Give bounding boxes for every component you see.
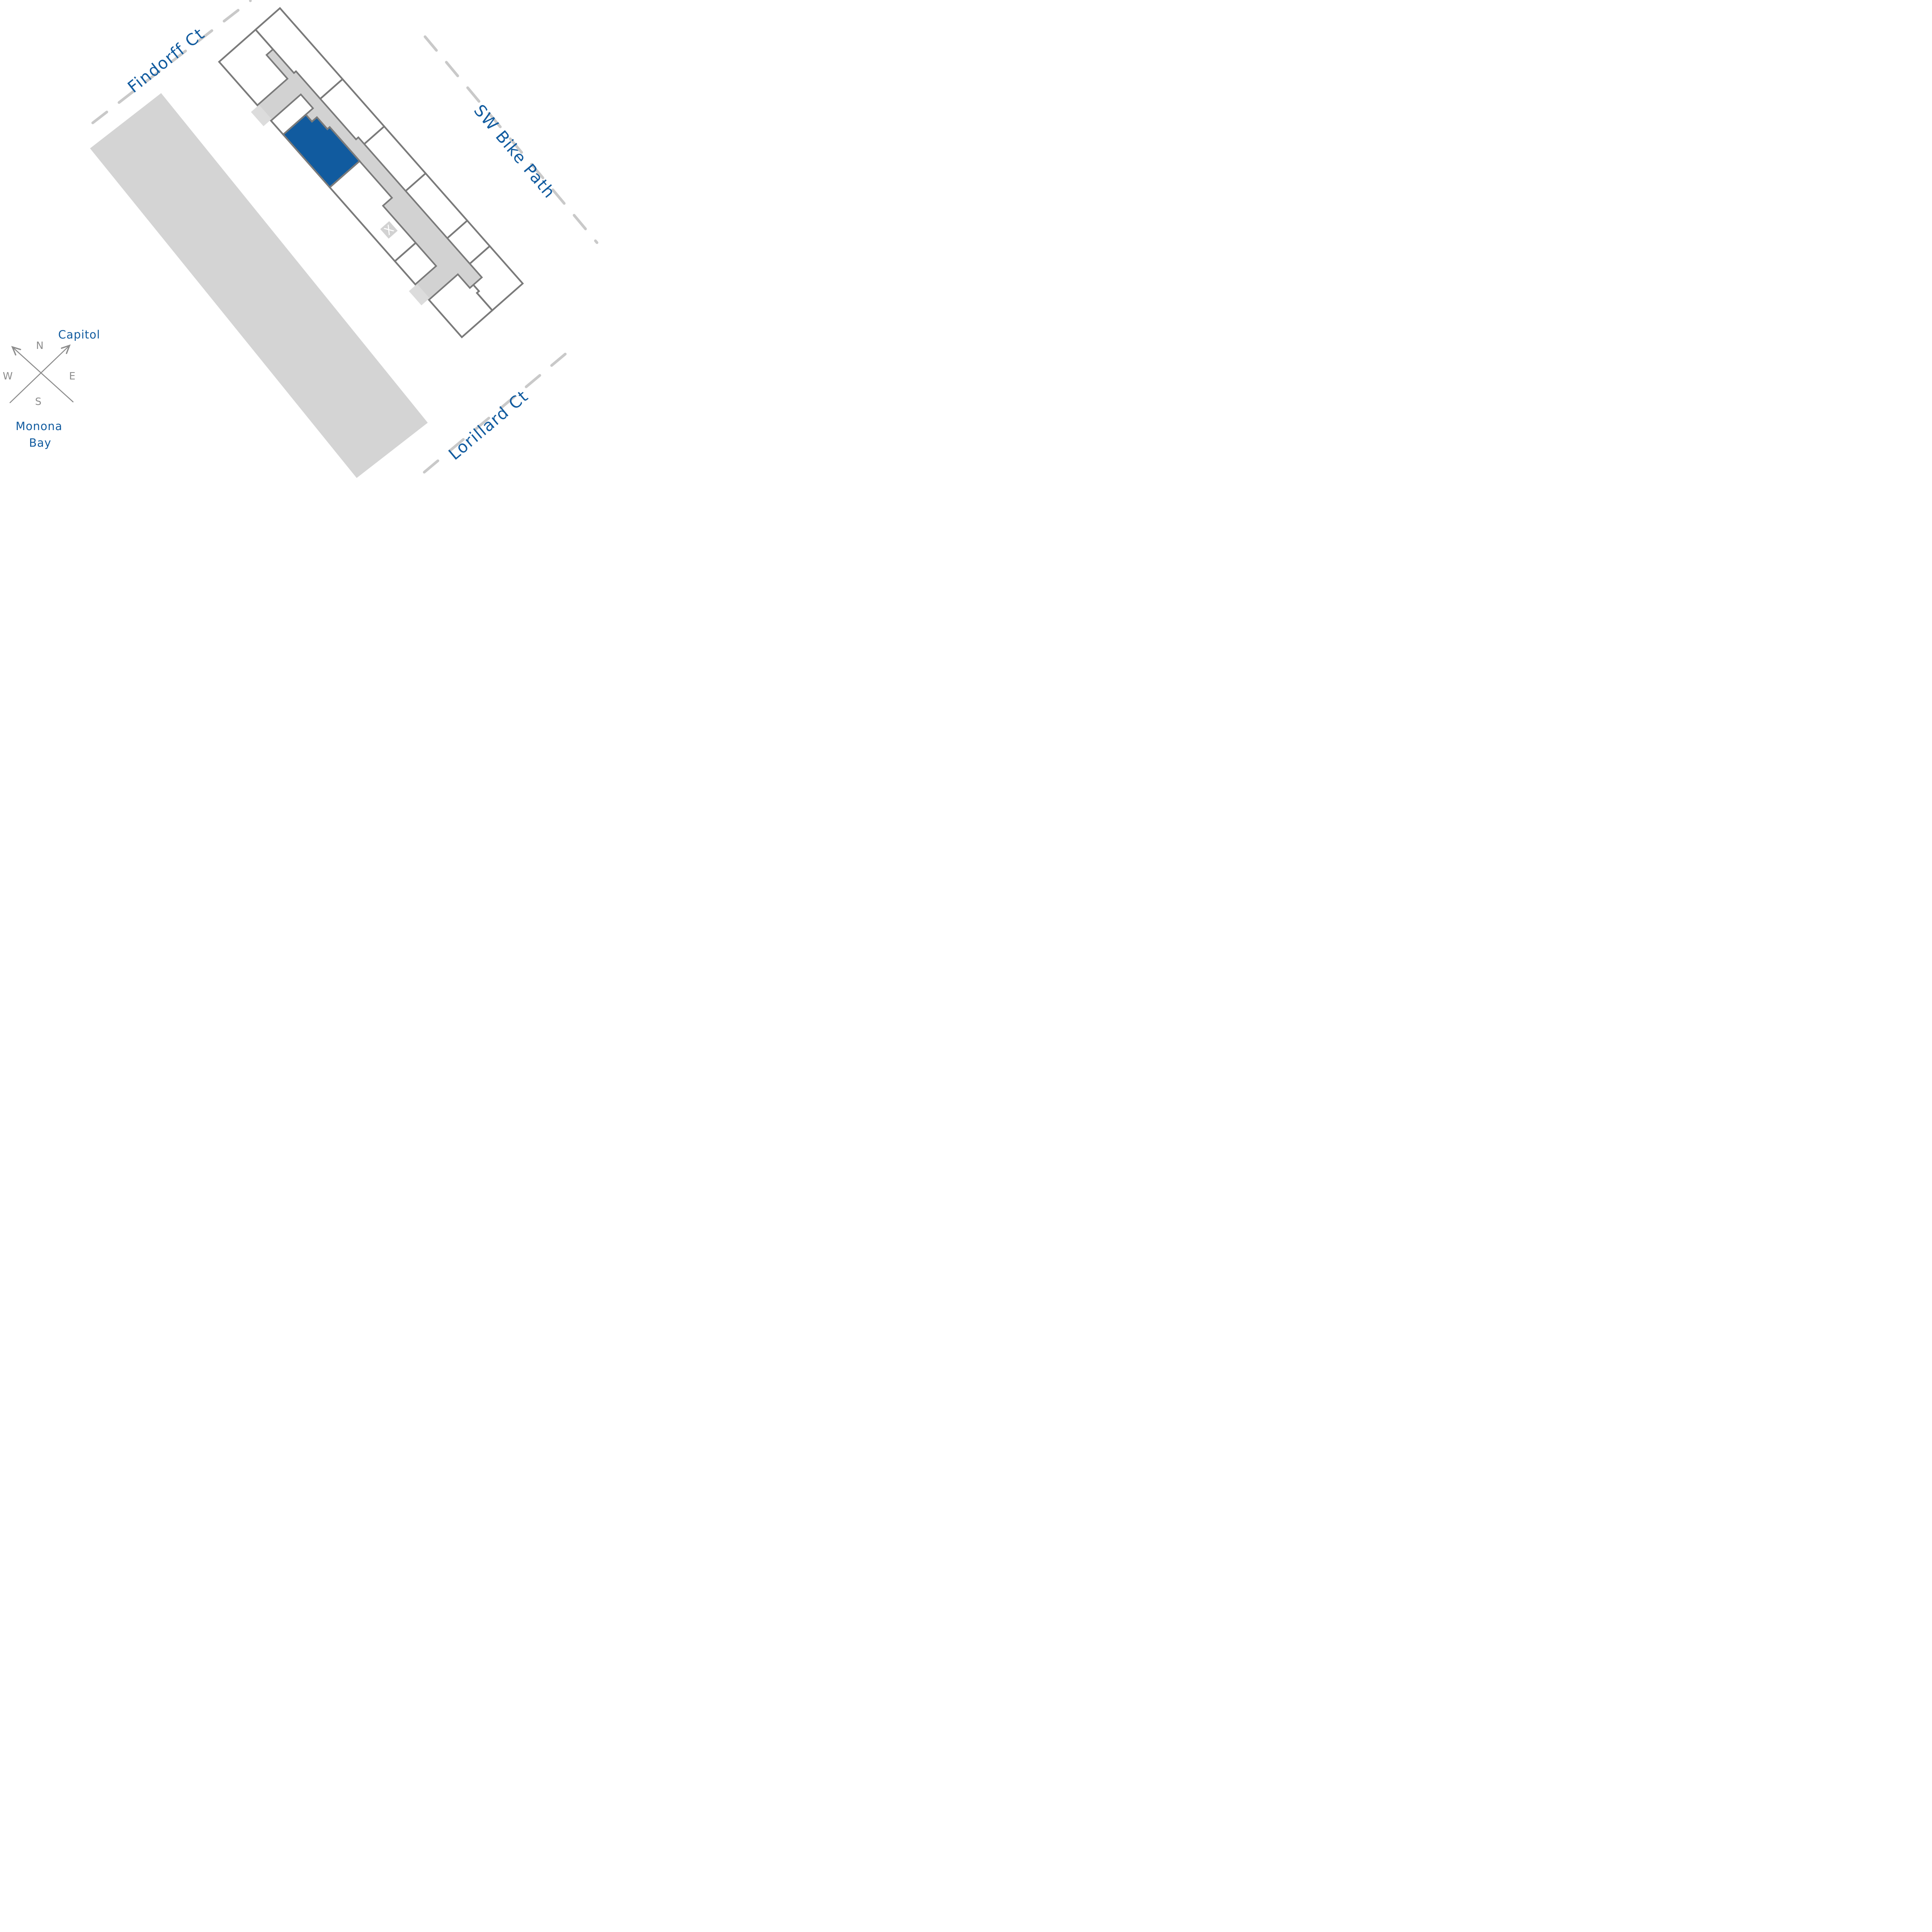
elevator-marker: X [377, 218, 401, 242]
compass-ne-arrow [9, 345, 70, 403]
findorff-street-dash-line [91, 0, 252, 124]
landmark-monona-bay-line2: Bay [29, 436, 51, 449]
building-floorplate: X [218, 7, 524, 338]
bike-path-dash-line [423, 35, 599, 244]
compass-west-label: W [3, 371, 13, 382]
compass: N W E S [3, 340, 75, 408]
highlighted-unit[interactable] [282, 108, 361, 189]
street-label-bike-path: SW Bike Path [470, 101, 560, 202]
landmark-capitol: Capitol [58, 328, 100, 341]
compass-south-label: S [35, 396, 42, 408]
compass-ne-arrowhead-icon [61, 344, 71, 354]
landmark-monona-bay: Monona Bay [15, 420, 62, 449]
street-label-findorff: Findorff Ct [124, 24, 208, 97]
street-label-lorillard: Lorillard Ct [445, 386, 532, 464]
site-plan-map: X Findorff Ct SW Bike Path Lorillard Ct … [3, 0, 599, 478]
compass-north-label: N [36, 340, 43, 352]
compass-nw-arrow [12, 346, 74, 403]
compass-nw-arrowhead-icon [11, 346, 21, 355]
entrance-apron [251, 105, 272, 126]
site-parcel [90, 93, 428, 478]
entrance-apron [409, 284, 430, 306]
landmark-monona-bay-line1: Monona [15, 420, 62, 433]
corridor [256, 48, 483, 301]
compass-east-label: E [69, 371, 75, 382]
